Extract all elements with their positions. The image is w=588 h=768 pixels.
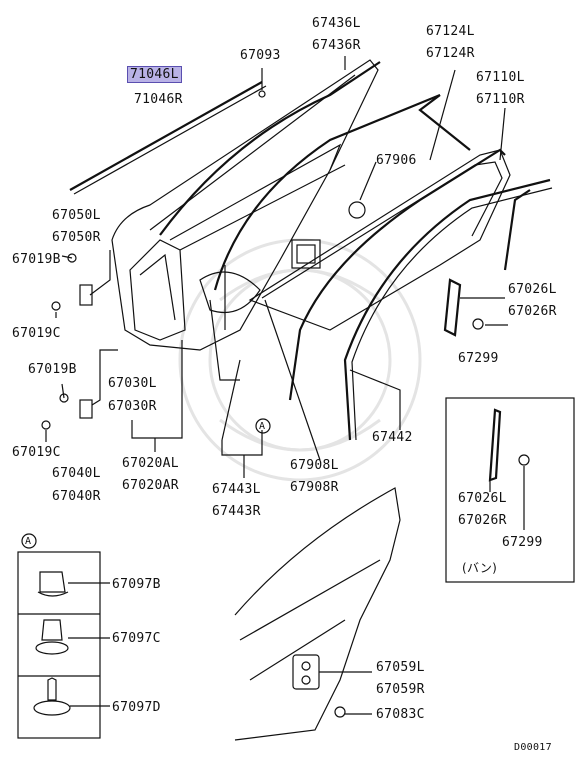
part-number-67097C[interactable]: 67097C	[112, 631, 161, 646]
part-number-67059R[interactable]: 67059R	[376, 682, 425, 697]
part-number-67124L[interactable]: 67124L	[426, 24, 475, 39]
part-number-67443L[interactable]: 67443L	[212, 482, 261, 497]
part-number-67019B-lower[interactable]: 67019B	[28, 362, 77, 377]
ref-marker-text: A	[259, 421, 266, 432]
part-number-67059L[interactable]: 67059L	[376, 660, 425, 675]
part-number-67097D[interactable]: 67097D	[112, 700, 161, 715]
part-number-71046R[interactable]: 71046R	[134, 92, 183, 107]
part-number-67908L[interactable]: 67908L	[290, 458, 339, 473]
door-frame-molding-part	[159, 61, 381, 236]
division-bar-part	[443, 189, 531, 337]
clip-part	[472, 318, 484, 330]
door-glass-part	[248, 149, 511, 331]
part-number-67908R[interactable]: 67908R	[290, 480, 339, 495]
part-number-67442[interactable]: 67442	[372, 430, 413, 445]
weatherstrip-part	[288, 148, 506, 401]
part-number-67906[interactable]: 67906	[376, 153, 417, 168]
part-number-67050R[interactable]: 67050R	[52, 230, 101, 245]
ref-marker-legend-text: A	[25, 536, 32, 547]
part-number-67436R[interactable]: 67436R	[312, 38, 361, 53]
part-number-67020AR[interactable]: 67020AR	[122, 478, 179, 493]
part-number-67110R[interactable]: 67110R	[476, 92, 525, 107]
ref-marker-circle	[255, 418, 271, 434]
part-number-67019B-upper[interactable]: 67019B	[12, 252, 61, 267]
part-number-67436L[interactable]: 67436L	[312, 16, 361, 31]
part-number-67019C-upper[interactable]: 67019C	[12, 326, 61, 341]
van-inset-box	[445, 397, 575, 583]
door-panel-part	[111, 59, 379, 351]
part-number-67026L-van[interactable]: 67026L	[458, 491, 507, 506]
part-number-67040R[interactable]: 67040R	[52, 489, 101, 504]
upper-hinge-part	[51, 253, 93, 311]
part-number-67093[interactable]: 67093	[240, 48, 281, 63]
leader-lines	[45, 56, 506, 478]
part-number-67443R[interactable]: 67443R	[212, 504, 261, 519]
part-number-67026L[interactable]: 67026L	[508, 282, 557, 297]
part-number-67299[interactable]: 67299	[458, 351, 499, 366]
van-division-bar-part	[488, 408, 530, 530]
part-number-71046L[interactable]: 71046L	[127, 66, 182, 83]
door-bumper-part	[348, 201, 366, 219]
window-regulator-part	[129, 239, 186, 341]
ref-marker-circle-legend	[21, 533, 37, 549]
part-number-67020AL[interactable]: 67020AL	[122, 456, 179, 471]
glass-run-channel-part	[209, 93, 471, 381]
part-number-67299-van[interactable]: 67299	[502, 535, 543, 550]
clip-legend-panel	[17, 551, 110, 739]
part-number-67083C[interactable]: 67083C	[376, 707, 425, 722]
part-number-67050L[interactable]: 67050L	[52, 208, 101, 223]
part-number-67030R[interactable]: 67030R	[108, 399, 157, 414]
door-detail-view	[234, 487, 401, 741]
part-number-67019C-lower[interactable]: 67019C	[12, 445, 61, 460]
part-number-67040L[interactable]: 67040L	[52, 466, 101, 481]
part-number-67124R[interactable]: 67124R	[426, 46, 475, 61]
rear-sash-channel-part	[343, 178, 553, 441]
part-number-67030L[interactable]: 67030L	[108, 376, 157, 391]
part-number-67097B[interactable]: 67097B	[112, 577, 161, 592]
van-variant-label: (バン)	[462, 561, 498, 575]
part-number-67026R[interactable]: 67026R	[508, 304, 557, 319]
part-number-67110L[interactable]: 67110L	[476, 70, 525, 85]
diagram-code: D00017	[514, 742, 552, 753]
belt-moulding-part	[69, 81, 267, 195]
part-number-67026R-van[interactable]: 67026R	[458, 513, 507, 528]
lower-hinge-part	[41, 393, 93, 430]
